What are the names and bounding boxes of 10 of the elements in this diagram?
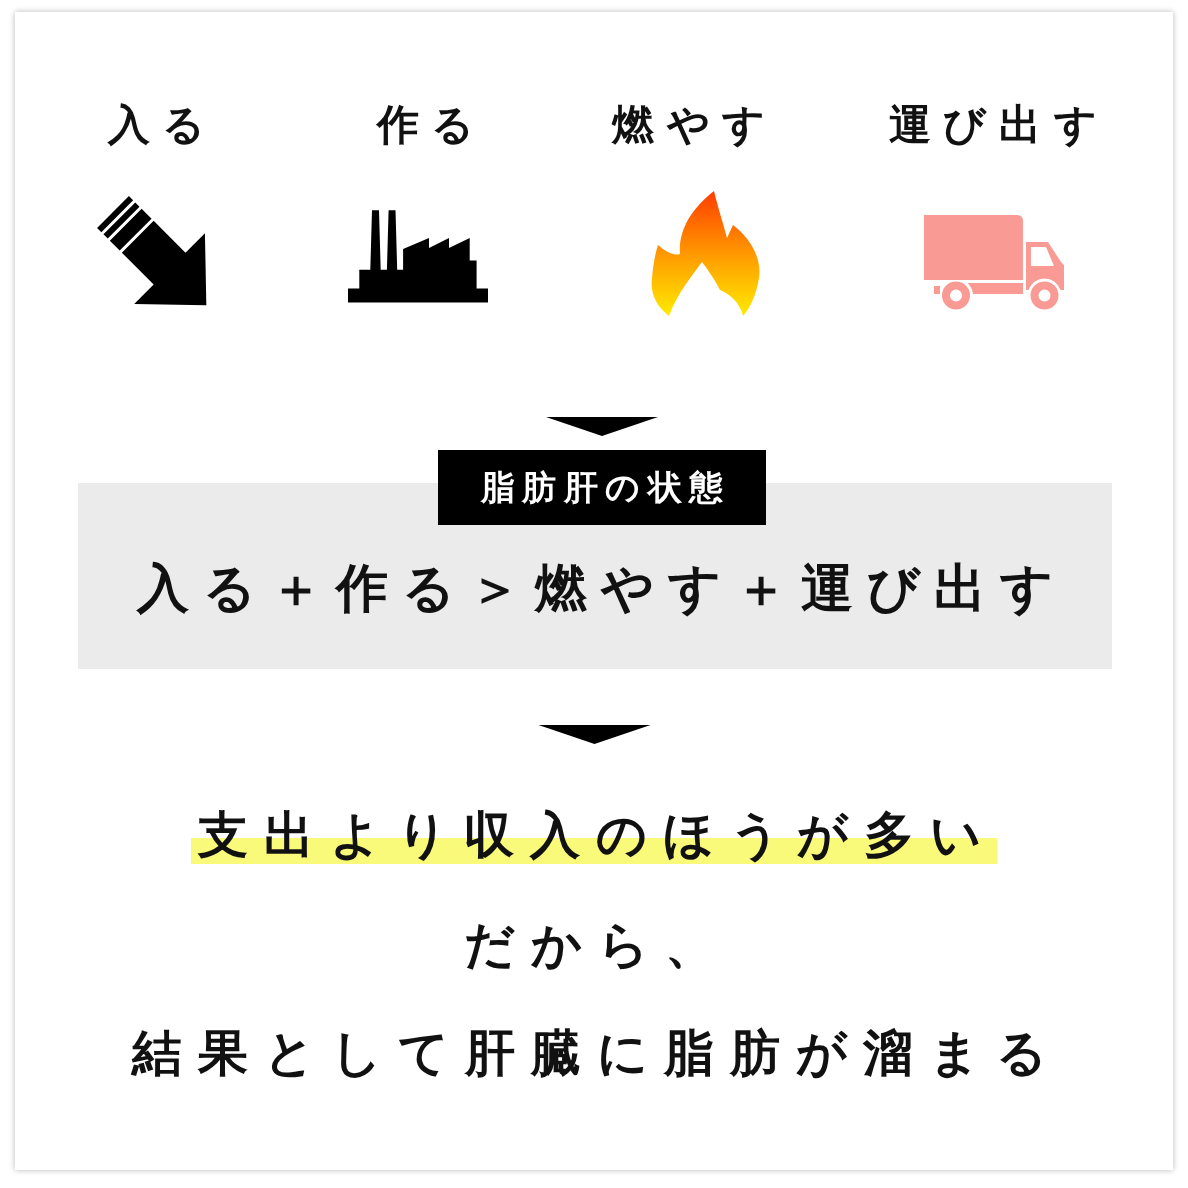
conclusion-text: だから、 [463,915,731,976]
action-label: 入る [107,99,219,151]
action-label: 作る [376,99,488,151]
formula-text: 入る＋作る＞燃やす＋運び出す [136,556,1068,620]
action-label: 燃やす [612,99,778,151]
conclusion-text: 結果として肝臓に脂肪が溜まる [130,1023,1063,1084]
chevron-arrow [546,417,658,436]
action-label: 運び出す [888,99,1110,151]
heading-tag: 脂肪肝の状態 [438,450,766,525]
chevron-arrow [538,725,651,744]
